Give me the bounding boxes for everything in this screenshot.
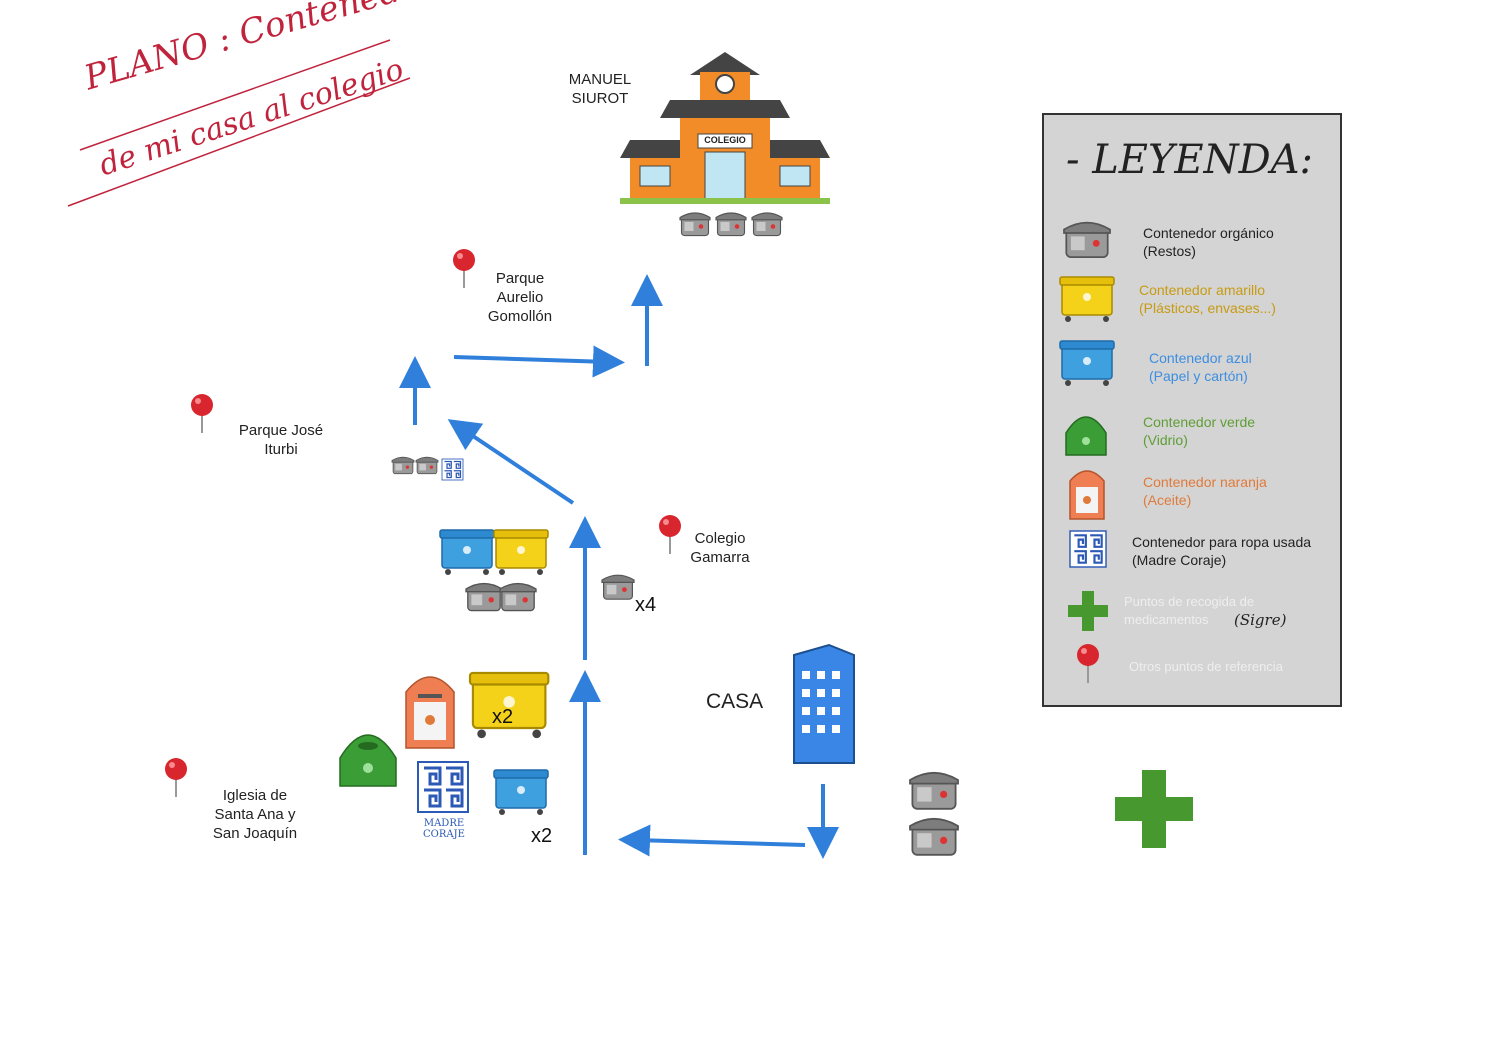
orange-oil-bin-icon — [405, 676, 455, 749]
madre-coraje-icon — [1068, 529, 1108, 569]
legend-sigre: (Sigre) — [1234, 611, 1287, 629]
green-igloo-icon — [1065, 416, 1107, 456]
school-building-icon — [620, 52, 830, 204]
place-casa: CASA — [706, 690, 764, 713]
gray-bin-icon — [1063, 221, 1111, 258]
count-azul-iglesia: x2 — [531, 825, 553, 847]
blue-bin-icon — [1059, 340, 1115, 387]
count-amarillo-iglesia: x2 — [492, 706, 514, 728]
route-arrows — [399, 274, 839, 859]
arrow-diagonal — [447, 419, 575, 505]
legend-item-amarillo: Contenedor amarillo (Plásticos, envases.… — [1139, 282, 1276, 316]
orange-oil-bin-icon — [1069, 470, 1105, 520]
green-igloo-icon — [339, 734, 397, 787]
legend-panel: - LEYENDA: Contenedor orgánico (Restos) … — [1042, 113, 1342, 707]
arrow-right — [453, 345, 625, 378]
pharmacy-cross-icon — [1115, 770, 1193, 848]
green-cross-icon — [1068, 591, 1108, 631]
legend-item-azul: Contenedor azul (Papel y cartón) — [1149, 350, 1252, 384]
legend-item-verde: Contenedor verde (Vidrio) — [1143, 414, 1256, 448]
count-organico-gamarra: x4 — [635, 594, 657, 616]
school-sign: COLEGIO — [704, 135, 746, 145]
arrow-casa-left — [618, 824, 806, 857]
legend-item-referencia: Otros puntos de referencia — [1129, 659, 1283, 674]
title-underlines — [67, 39, 411, 207]
casa-building-icon — [793, 643, 855, 764]
place-aurelio: Parque Aurelio Gomollón — [487, 270, 553, 325]
legend-item-medicamentos: Puntos de recogida de medicamentos — [1124, 594, 1255, 627]
place-iglesia: Iglesia de Santa Ana y San Joaquín — [212, 787, 298, 842]
madre-coraje-label: MADRE CORAJE — [423, 818, 465, 840]
legend-heading: - LEYENDA: — [1066, 137, 1314, 183]
legend-item-organico: Contenedor orgánico (Restos) — [1143, 225, 1274, 259]
place-gamarra: Colegio Gamarra — [690, 530, 750, 566]
yellow-bin-icon — [1059, 276, 1115, 323]
legend-item-naranja: Contenedor naranja (Aceite) — [1143, 474, 1267, 508]
school-name: MANUEL SIUROT — [568, 71, 632, 107]
place-iturbi: Parque José Iturbi — [238, 422, 324, 458]
legend-item-ropa: Contenedor para ropa usada (Madre Coraje… — [1132, 534, 1312, 568]
map-pin-icon — [1076, 643, 1100, 684]
